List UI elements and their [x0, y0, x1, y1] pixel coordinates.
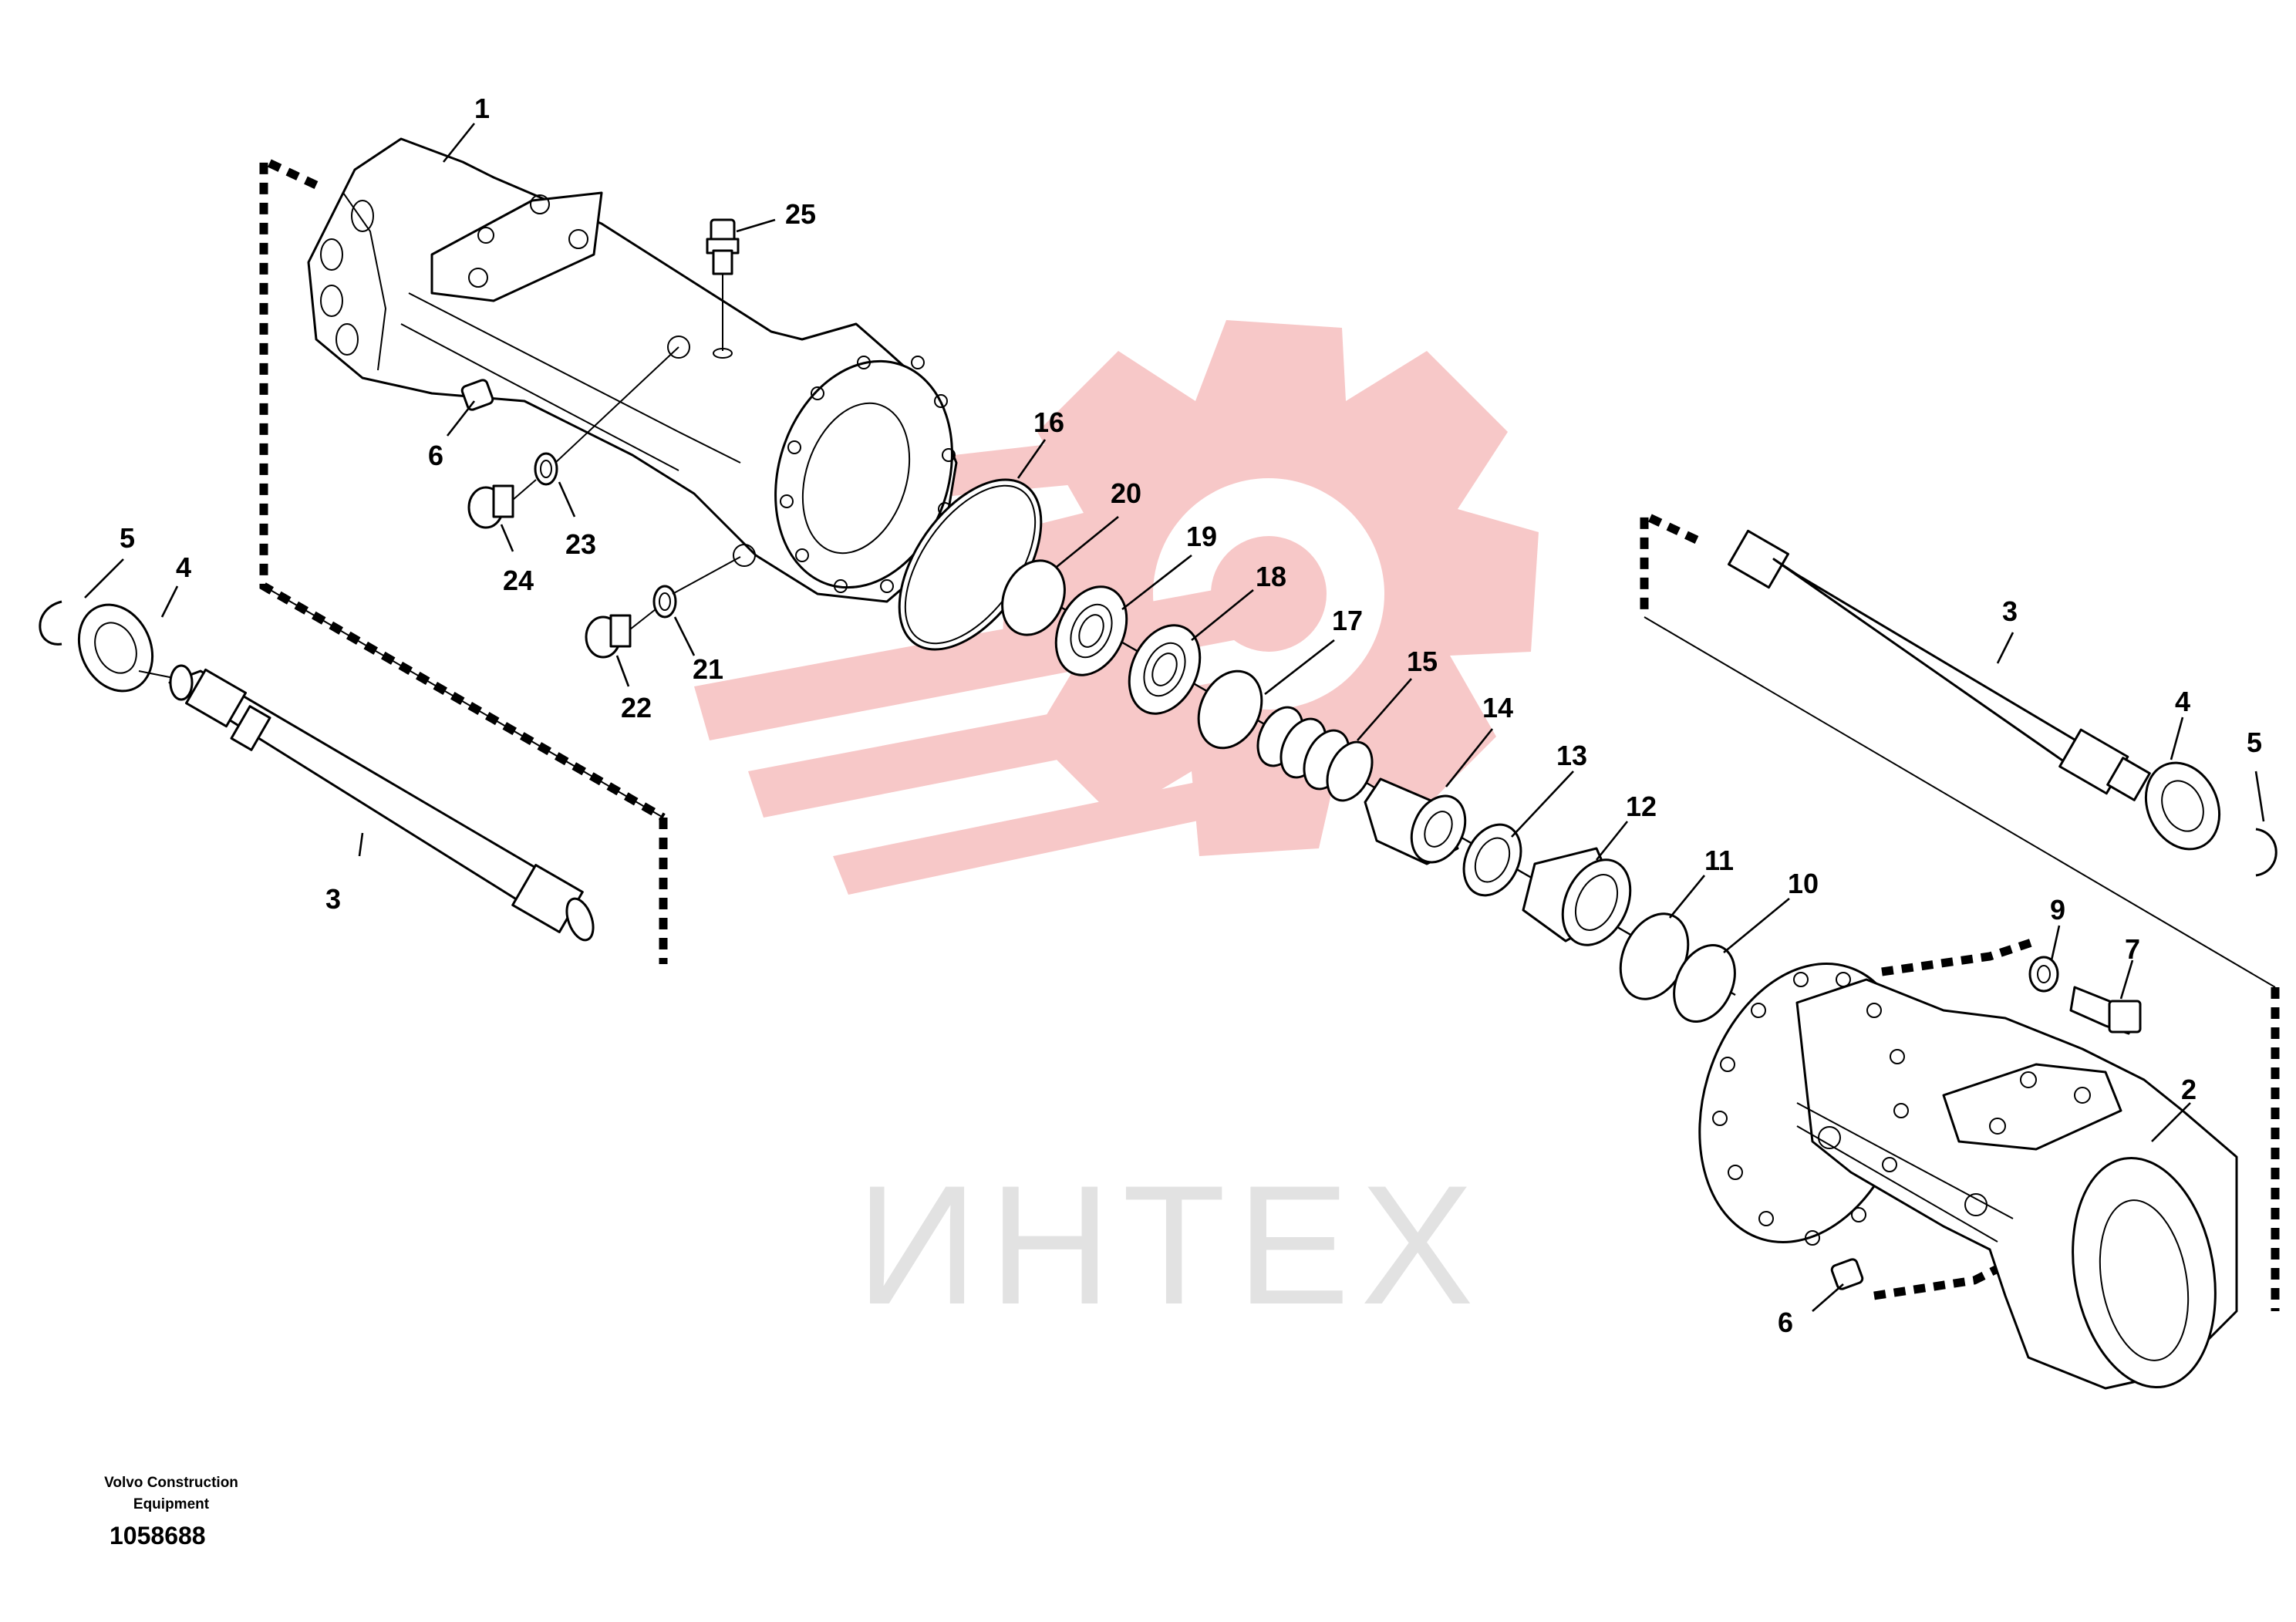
callout-6-left: 6 [428, 440, 443, 471]
spring-15 [1256, 706, 1374, 802]
callout-7: 7 [2125, 933, 2140, 965]
callout-15: 15 [1407, 646, 1438, 677]
ring-17 [1197, 669, 1263, 750]
callout-3-left: 3 [325, 883, 341, 915]
washer-21 [652, 556, 741, 619]
needle-bearing-13 [1462, 823, 1522, 897]
breather-plug-25 [706, 218, 740, 359]
watermark-text: ИНТЕХ [856, 1150, 1485, 1340]
bushing-12 [1522, 847, 1632, 946]
callout-4-right: 4 [2175, 686, 2190, 717]
footer-credit: Volvo Construction Equipment 1058688 [104, 1475, 238, 1549]
bearing-19 [1054, 585, 1128, 676]
axle-housing-right [1698, 963, 2238, 1390]
callout-20: 20 [1111, 477, 1141, 509]
bearing-18 [1128, 624, 1202, 715]
group-bracket-left [259, 153, 668, 964]
maker-line-2: Equipment [133, 1496, 210, 1512]
callout-4-left: 4 [176, 551, 191, 583]
callout-19: 19 [1186, 521, 1217, 552]
callout-labels: 1 2 3 3 4 4 5 5 6 6 7 9 10 11 12 13 14 1… [120, 93, 2262, 1338]
callout-17: 17 [1332, 605, 1363, 636]
callout-1: 1 [474, 93, 490, 124]
callout-13: 13 [1556, 740, 1587, 771]
seal-4-right [2144, 761, 2221, 851]
drive-shaft-3-right [1728, 529, 2151, 801]
callout-14: 14 [1482, 692, 1513, 723]
callout-16: 16 [1033, 406, 1064, 438]
callout-5-right: 5 [2247, 727, 2262, 758]
document-number: 1058688 [110, 1522, 206, 1549]
callout-22: 22 [621, 692, 652, 723]
callout-21: 21 [693, 653, 723, 685]
callout-9: 9 [2050, 894, 2065, 926]
callout-18: 18 [1256, 561, 1286, 592]
seal-4-left [77, 603, 178, 693]
leader-lines [84, 123, 2265, 1312]
callout-3-right: 3 [2002, 595, 2018, 627]
circlip-5-right [2255, 828, 2277, 877]
axle-housing-left [307, 137, 958, 603]
plug-6-right [1830, 1258, 1864, 1290]
group-bracket-right [1640, 508, 2280, 1311]
drive-shaft-3-left [168, 664, 595, 942]
callout-10: 10 [1788, 868, 1819, 899]
washer-23 [534, 346, 679, 486]
ring-20 [1001, 559, 1066, 636]
circlip-5-left [39, 600, 62, 646]
maker-line-1: Volvo Construction [104, 1475, 238, 1491]
washer-9 [2028, 956, 2059, 993]
plug-6-left [460, 379, 494, 411]
callout-6-right: 6 [1778, 1307, 1793, 1338]
callout-2: 2 [2181, 1074, 2197, 1105]
callout-25: 25 [785, 198, 816, 230]
sleeve-14 [1364, 777, 1467, 865]
callout-11: 11 [1704, 845, 1734, 876]
callout-12: 12 [1626, 791, 1657, 822]
plug-24 [467, 479, 537, 529]
plug-22 [585, 609, 656, 659]
ring-10 [1673, 943, 1736, 1023]
callout-5-left: 5 [120, 522, 135, 554]
bolt-7 [2069, 986, 2142, 1035]
callout-24: 24 [503, 565, 534, 596]
callout-23: 23 [565, 528, 596, 560]
